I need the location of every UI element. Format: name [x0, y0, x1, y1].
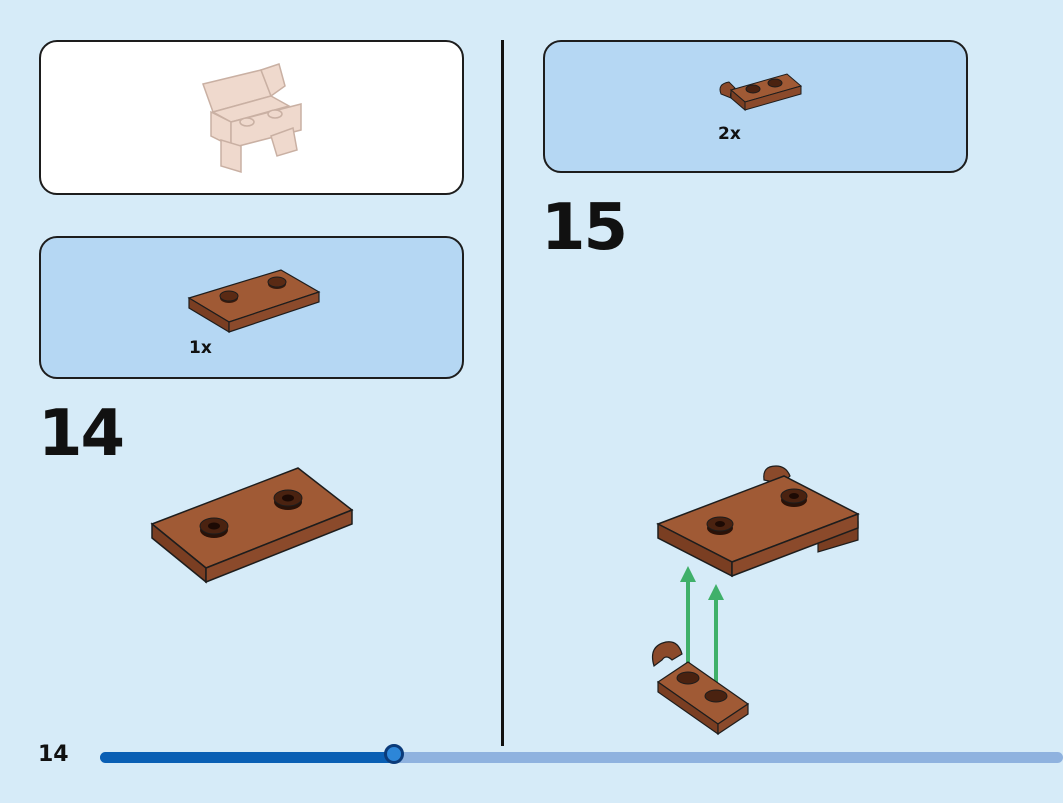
progress-fill — [100, 752, 394, 763]
part-quantity: 2x — [718, 124, 741, 144]
part-quantity: 1x — [189, 338, 212, 358]
brown-plate-clip-part-icon — [719, 73, 803, 112]
bench-model-image — [202, 63, 302, 174]
step-15-assembly-image — [651, 465, 860, 736]
step-number-14: 14 — [38, 397, 125, 471]
step-number-15: 15 — [541, 191, 628, 265]
column-divider — [501, 40, 504, 746]
brown-plate-part-icon — [187, 269, 321, 334]
overview-model-box — [39, 40, 464, 195]
step-14-plate-image — [150, 467, 354, 584]
progress-knob — [384, 744, 404, 764]
parts-callout-step-15: 2x — [543, 40, 968, 173]
page-number: 14 — [38, 742, 69, 767]
parts-callout-step-14: 1x — [39, 236, 464, 379]
progress-track — [100, 752, 1063, 763]
